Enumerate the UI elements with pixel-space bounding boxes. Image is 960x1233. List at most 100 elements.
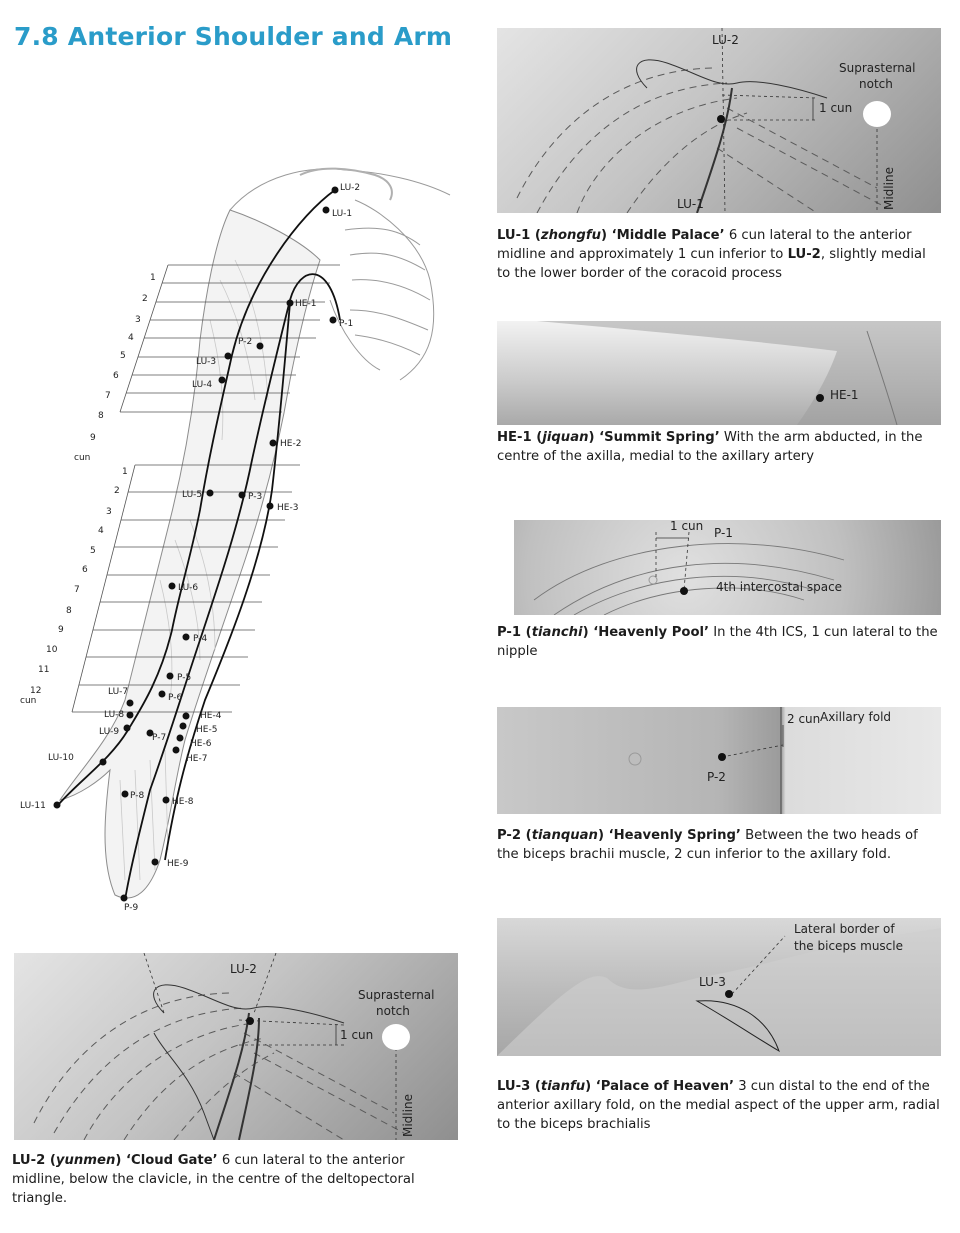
- upper-scale-7: 7: [105, 391, 111, 401]
- p2-fig-label: P-2: [707, 770, 726, 784]
- he1-code: HE-1: [497, 430, 532, 445]
- lu5-point: [207, 490, 214, 497]
- he3-point: [267, 503, 274, 510]
- he3-label: HE-3: [277, 503, 298, 513]
- upper-scale-3: 3: [135, 315, 141, 325]
- p1-fig-measure: 1 cun: [670, 520, 703, 533]
- lu3-fig-border-line2: the biceps muscle: [794, 939, 903, 953]
- lu1-ref-lu2: LU-2: [788, 247, 821, 262]
- lu2-title: ‘Cloud Gate’: [126, 1153, 218, 1168]
- p8-point: [122, 791, 129, 798]
- arm-channel-illustration: 1 2 3 4 5 6 7 8 9 cun 1 2 3 4 5 6 7 8 9 …: [0, 150, 470, 930]
- lu9-label: LU-9: [99, 727, 119, 737]
- lower-scale-unit: cun: [20, 696, 36, 706]
- p2-description: P-2 (tianquan) ‘Heavenly Spring’ Between…: [497, 826, 942, 864]
- lu5-label: LU-5: [182, 490, 202, 500]
- lu2-point: [332, 187, 339, 194]
- lower-scale-1: 1: [122, 467, 128, 477]
- lu7-point: [127, 700, 134, 707]
- lower-scale-3: 3: [106, 507, 112, 517]
- p4-label: P-4: [193, 634, 207, 644]
- he7-point: [173, 747, 180, 754]
- lu1-pinyin: zhongfu: [541, 228, 601, 243]
- lower-scale-5: 5: [90, 546, 96, 556]
- lower-scale-9: 9: [58, 625, 64, 635]
- p2-code: P-2: [497, 828, 521, 843]
- p1-point: [330, 317, 337, 324]
- he1-title: ‘Summit Spring’: [599, 430, 720, 445]
- p1-description: P-1 (tianchi) ‘Heavenly Pool’ In the 4th…: [497, 623, 942, 661]
- lu3-description: LU-3 (tianfu) ‘Palace of Heaven’ 3 cun d…: [497, 1077, 942, 1134]
- p2-figure: 2 cun Axillary fold P-2: [497, 707, 941, 814]
- lu2-figure: LU-2 Suprasternal notch 1 cun Midline: [14, 953, 458, 1140]
- p9-point: [121, 895, 128, 902]
- lu11-point: [54, 802, 61, 809]
- p2-point: [257, 343, 264, 350]
- lu2-fig-point-label: LU-2: [230, 962, 257, 976]
- lower-scale-12: 12: [30, 686, 41, 696]
- lu3-pinyin: tianfu: [541, 1079, 585, 1094]
- he2-label: HE-2: [280, 439, 301, 449]
- upper-scale-1: 1: [150, 273, 156, 283]
- he1-pinyin: jiquan: [542, 430, 588, 445]
- lu3-title: ‘Palace of Heaven’: [596, 1079, 734, 1094]
- he4-label: HE-4: [200, 711, 222, 721]
- lu2-fig-notch-line2: notch: [376, 1004, 410, 1018]
- p8-label: P-8: [130, 791, 144, 801]
- p4-point: [183, 634, 190, 641]
- he9-label: HE-9: [167, 859, 189, 869]
- p1-code: P-1: [497, 625, 521, 640]
- upper-scale-unit: cun: [74, 453, 90, 463]
- p6-label: P-6: [168, 693, 182, 703]
- lu3-point: [225, 353, 232, 360]
- upper-scale-4: 4: [128, 333, 134, 343]
- p5-label: P-5: [177, 673, 191, 683]
- lu1-description: LU-1 (zhongfu) ‘Middle Palace’ 6 cun lat…: [497, 226, 942, 283]
- lu6-label: LU-6: [178, 583, 198, 593]
- lu3-label: LU-3: [196, 357, 216, 367]
- he1-figure: HE-1: [497, 321, 941, 425]
- p5-point: [167, 673, 174, 680]
- lu1-fig-midline: Midline: [882, 167, 896, 210]
- lu2-code: LU-2: [12, 1153, 45, 1168]
- he6-point: [177, 735, 184, 742]
- lu4-point: [219, 377, 226, 384]
- upper-scale-6: 6: [113, 371, 119, 381]
- he1-fig-label: HE-1: [830, 388, 859, 402]
- lower-scale-7: 7: [74, 585, 80, 595]
- lower-scale-6: 6: [82, 565, 88, 575]
- lu1-fig-notch-line1: Suprasternal: [839, 61, 915, 75]
- lower-scale-10: 10: [46, 645, 58, 655]
- p9-label: P-9: [124, 903, 138, 913]
- lu2-description: LU-2 (yunmen) ‘Cloud Gate’ 6 cun lateral…: [12, 1151, 452, 1208]
- he5-point: [180, 723, 187, 730]
- lu1-fig-notch-line2: notch: [859, 77, 893, 91]
- he2-point: [270, 440, 277, 447]
- lu1-fig-lu1-label: LU-1: [677, 197, 704, 211]
- p1-title: ‘Heavenly Pool’: [593, 625, 709, 640]
- lu1-figure: LU-2 LU-1 Suprasternal notch 1 cun Midli…: [497, 28, 941, 213]
- p1-label: P-1: [339, 319, 353, 329]
- lu2-fig-measure: 1 cun: [340, 1028, 373, 1042]
- lower-scale-11: 11: [38, 665, 49, 675]
- p3-point: [239, 492, 246, 499]
- upper-scale-9: 9: [90, 433, 96, 443]
- p2-pinyin: tianquan: [532, 828, 598, 843]
- lu3-code: LU-3: [497, 1079, 530, 1094]
- lu1-fig-measure: 1 cun: [819, 101, 852, 115]
- p2-title: ‘Heavenly Spring’: [609, 828, 741, 843]
- lu2-label: LU-2: [340, 183, 360, 193]
- p1-pinyin: tianchi: [532, 625, 583, 640]
- lower-scale-2: 2: [114, 486, 120, 496]
- upper-scale-2: 2: [142, 294, 148, 304]
- lu11-label: LU-11: [20, 801, 46, 811]
- he1-label: HE-1: [295, 299, 316, 309]
- lu2-fig-notch-line1: Suprasternal: [358, 988, 434, 1002]
- he9-point: [152, 859, 159, 866]
- lu3-figure: Lateral border of the biceps muscle LU-3: [497, 918, 941, 1056]
- upper-scale-5: 5: [120, 351, 126, 361]
- page-title: 7.8 Anterior Shoulder and Arm: [14, 22, 452, 51]
- lu10-label: LU-10: [48, 753, 74, 763]
- lu4-label: LU-4: [192, 380, 212, 390]
- he8-label: HE-8: [172, 797, 194, 807]
